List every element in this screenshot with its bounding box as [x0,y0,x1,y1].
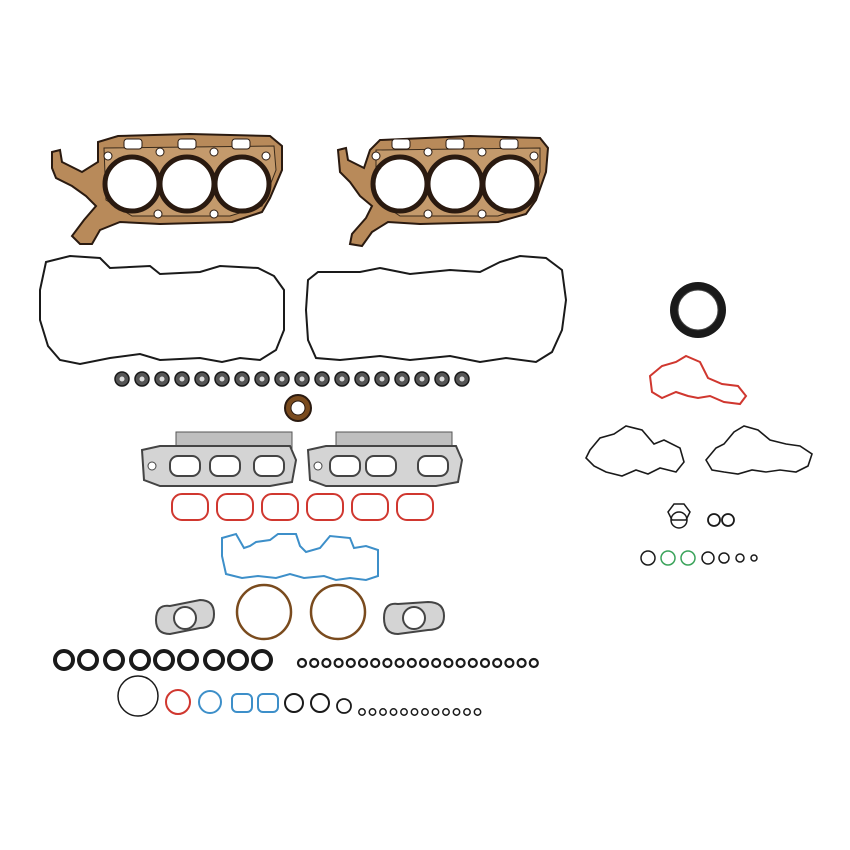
intake-port-gasket [216,493,254,521]
small-oring [443,657,454,669]
intake-port-gasket [351,493,389,521]
front-cover-seal [284,394,312,422]
small-seal-cluster [640,503,758,566]
tiny-oring [442,708,450,716]
small-oring [406,657,417,669]
small-oring [418,657,430,669]
valve-cover-gasket-right [304,254,568,364]
small-oring [394,657,405,669]
thick-oring [77,649,99,671]
small-oring [321,657,332,669]
small-oring [467,657,478,669]
thick-oring [103,649,125,671]
tiny-oring [368,708,377,716]
oil-pump-gasket-right [705,425,813,475]
small-oring [345,657,356,669]
tiny-oring [473,708,482,716]
valve-stem-seal-hole [439,376,445,382]
small-oring [504,657,515,669]
tiny-oring [463,708,471,716]
head-gasket-left [51,132,283,245]
small-oring [528,657,539,669]
valve-stem-seal-hole [219,376,225,382]
valve-cover-gasket-left [39,254,285,366]
exhaust-manifold-gasket-right [306,431,464,487]
thick-oring [129,649,151,671]
tiny-oring [400,708,408,716]
small-oring-row [296,657,539,669]
flange-gasket-right [382,600,446,636]
valve-stem-seal-hole [299,376,305,382]
tiny-oring [452,708,461,716]
intake-port-gasket [261,493,299,521]
thick-oring [203,649,225,671]
valve-stem-seal-hole [399,376,405,382]
head-gasket-right [336,134,550,248]
rear-main-seal [670,282,726,338]
valve-stem-seal-hole [119,376,125,382]
intake-port-gasket-row [171,493,434,521]
tiny-oring [389,708,398,716]
small-oring [455,657,466,669]
valve-stem-seal-hole [359,376,365,382]
valve-stem-seal-hole [419,376,425,382]
small-oring [309,657,320,669]
thick-oring [177,649,199,671]
water-pump-gasket [648,354,748,406]
small-oring [370,657,381,669]
tiny-oring-row [358,708,482,716]
valve-stem-seal-hole [339,376,345,382]
thick-oring [53,649,75,671]
tiny-oring [379,708,387,716]
small-oring [431,657,442,669]
valve-stem-seal-hole [379,376,385,382]
thick-oring [227,649,249,671]
oil-pump-gasket-left [585,425,685,477]
valve-stem-seal-hole [279,376,285,382]
tiny-oring [410,708,419,716]
flange-gasket-left [154,598,216,636]
thick-oring [251,649,273,671]
tiny-oring [421,708,429,716]
valve-stem-seal-hole [239,376,245,382]
intake-port-gasket [396,493,434,521]
small-oring [492,657,503,669]
small-oring [296,657,308,669]
small-oring [333,657,344,669]
large-oring-right [309,583,367,641]
valve-stem-seal-hole [159,376,165,382]
large-oring-left [235,583,293,641]
thick-oring-row [53,649,273,671]
tiny-oring [358,708,366,716]
small-oring [479,657,491,669]
valve-stem-seal-hole [139,376,145,382]
intake-plenum-gasket [221,532,379,582]
valve-stem-seal-row [114,371,470,387]
valve-stem-seal-hole [459,376,465,382]
valve-stem-seal-hole [179,376,185,382]
tiny-oring [431,708,440,716]
small-oring [516,657,527,669]
thick-oring [153,649,175,671]
assorted-seal-row [117,675,352,717]
valve-stem-seal-hole [259,376,265,382]
exhaust-manifold-gasket-left [140,431,298,487]
valve-stem-seal-hole [199,376,205,382]
intake-port-gasket [171,493,209,521]
small-oring [382,657,393,669]
small-oring [357,657,369,669]
valve-stem-seal-hole [319,376,325,382]
intake-port-gasket [306,493,344,521]
